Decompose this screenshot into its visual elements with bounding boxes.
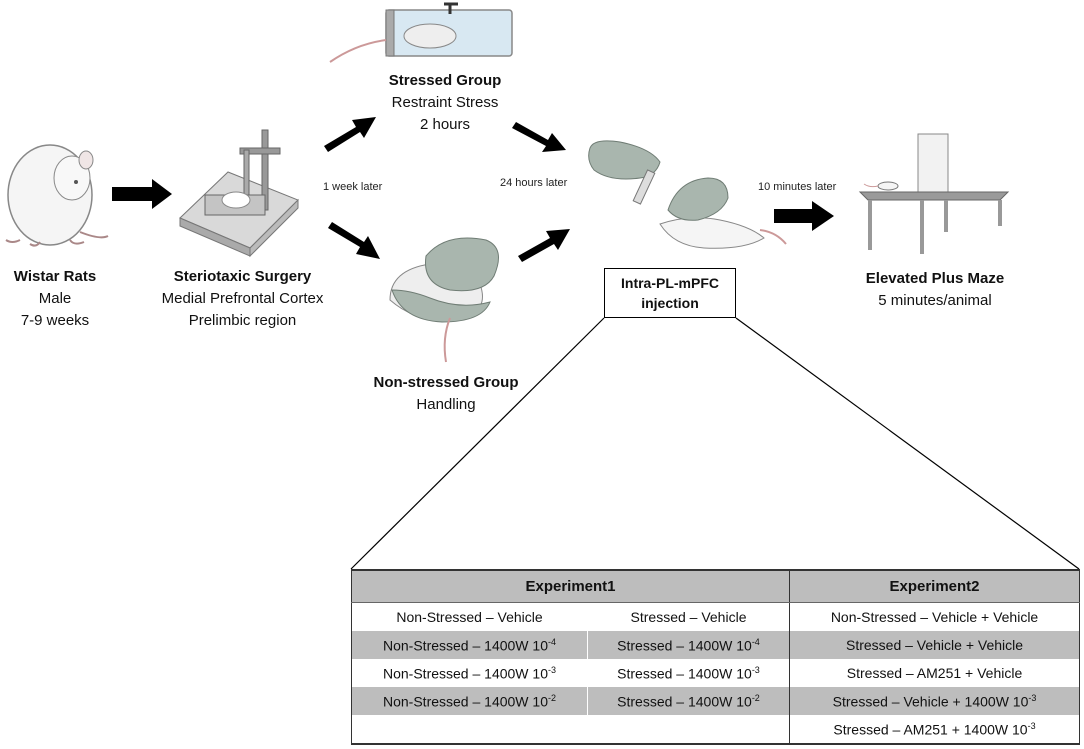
table-cell: Non-Stressed – 1400W 10-2 [351,687,588,715]
arrow-down-right-icon [328,222,380,259]
stressed-label: Stressed Group Restraint Stress 2 hours [360,70,530,136]
handling-glove-icon [389,237,499,363]
table-cell: Stressed – Vehicle [587,602,791,631]
injection-line1: Intra-PL-mPFC [621,275,719,291]
table-cell: Non-Stressed – Vehicle + Vehicle [789,602,1080,631]
start-line2: 7-9 weeks [20,312,90,329]
table-cell: Stressed – 1400W 10-4 [587,631,791,659]
wistar-rat-icon [5,144,109,247]
stressed-line1: Restraint Stress [391,94,499,111]
maze-line1: 5 minutes/animal [878,292,992,309]
experiment2-header: Experiment2 [789,569,1080,603]
timing-minutes: 10 minutes later [758,181,837,193]
table-cell: Non-Stressed – 1400W 10-4 [351,631,588,659]
table-row: Stressed – AM251 + 1400W 10-3 [351,715,1080,744]
surgery-label: Steriotaxic Surgery Medial Prefrontal Co… [150,266,335,332]
injection-line2: injection [641,295,699,311]
nonstressed-label: Non-stressed Group Handling [356,372,536,416]
arrow-up-right-icon [518,229,570,262]
nonstressed-title: Non-stressed Group [373,374,519,391]
table-cell: Stressed – Vehicle + 1400W 10-3 [789,687,1080,715]
table-cell: Non-Stressed – Vehicle [351,602,588,631]
table-cell: Stressed – AM251 + Vehicle [789,659,1080,687]
table-cell: Stressed – AM251 + 1400W 10-3 [789,715,1080,744]
experiment1-header: Experiment1 [351,569,791,603]
elevated-plus-maze-icon [858,133,1010,254]
surgery-line2: Prelimbic region [188,312,297,329]
maze-title: Elevated Plus Maze [865,270,1005,287]
table-row: Non-Stressed – 1400W 10-3 Stressed – 140… [351,659,1080,687]
zoom-line-right [735,317,1080,570]
stressed-line2: 2 hours [419,116,471,133]
restraint-tube-icon [329,2,513,63]
table-cell: Stressed – Vehicle + Vehicle [789,631,1080,659]
surgery-title: Steriotaxic Surgery [173,268,312,285]
maze-label: Elevated Plus Maze 5 minutes/animal [850,268,1020,312]
arrow-right-icon [112,179,172,209]
arrow-right-icon [774,201,834,231]
surgery-line1: Medial Prefrontal Cortex [161,290,324,307]
table-row: Non-Stressed – 1400W 10-4 Stressed – 140… [351,631,1080,659]
stressed-title: Stressed Group [388,72,502,89]
timing-week: 1 week later [323,181,383,193]
table-cell [587,715,791,744]
arrow-down-right-icon [512,122,566,152]
start-label: Wistar Rats Male 7-9 weeks [0,266,110,332]
arrow-up-right-icon [324,117,376,152]
injection-box: Intra-PL-mPFC injection [604,268,736,318]
experiment-table: Experiment1 Experiment2 Non-Stressed – V… [351,569,1081,745]
table-cell: Non-Stressed – 1400W 10-3 [351,659,588,687]
table-row: Non-Stressed – Vehicle Stressed – Vehicl… [351,602,1080,631]
table-cell: Stressed – 1400W 10-3 [587,659,791,687]
start-line1: Male [38,290,72,307]
injection-icon [588,140,787,249]
table-cell [351,715,588,744]
nonstressed-line1: Handling [416,396,476,413]
start-title: Wistar Rats [13,268,97,285]
zoom-line-left [350,317,605,570]
stereotaxic-frame-icon [179,129,299,258]
table-cell: Stressed – 1400W 10-2 [587,687,791,715]
timing-hours: 24 hours later [500,177,568,189]
table-row: Non-Stressed – 1400W 10-2 Stressed – 140… [351,687,1080,715]
table-header-row: Experiment1 Experiment2 [351,569,1080,603]
